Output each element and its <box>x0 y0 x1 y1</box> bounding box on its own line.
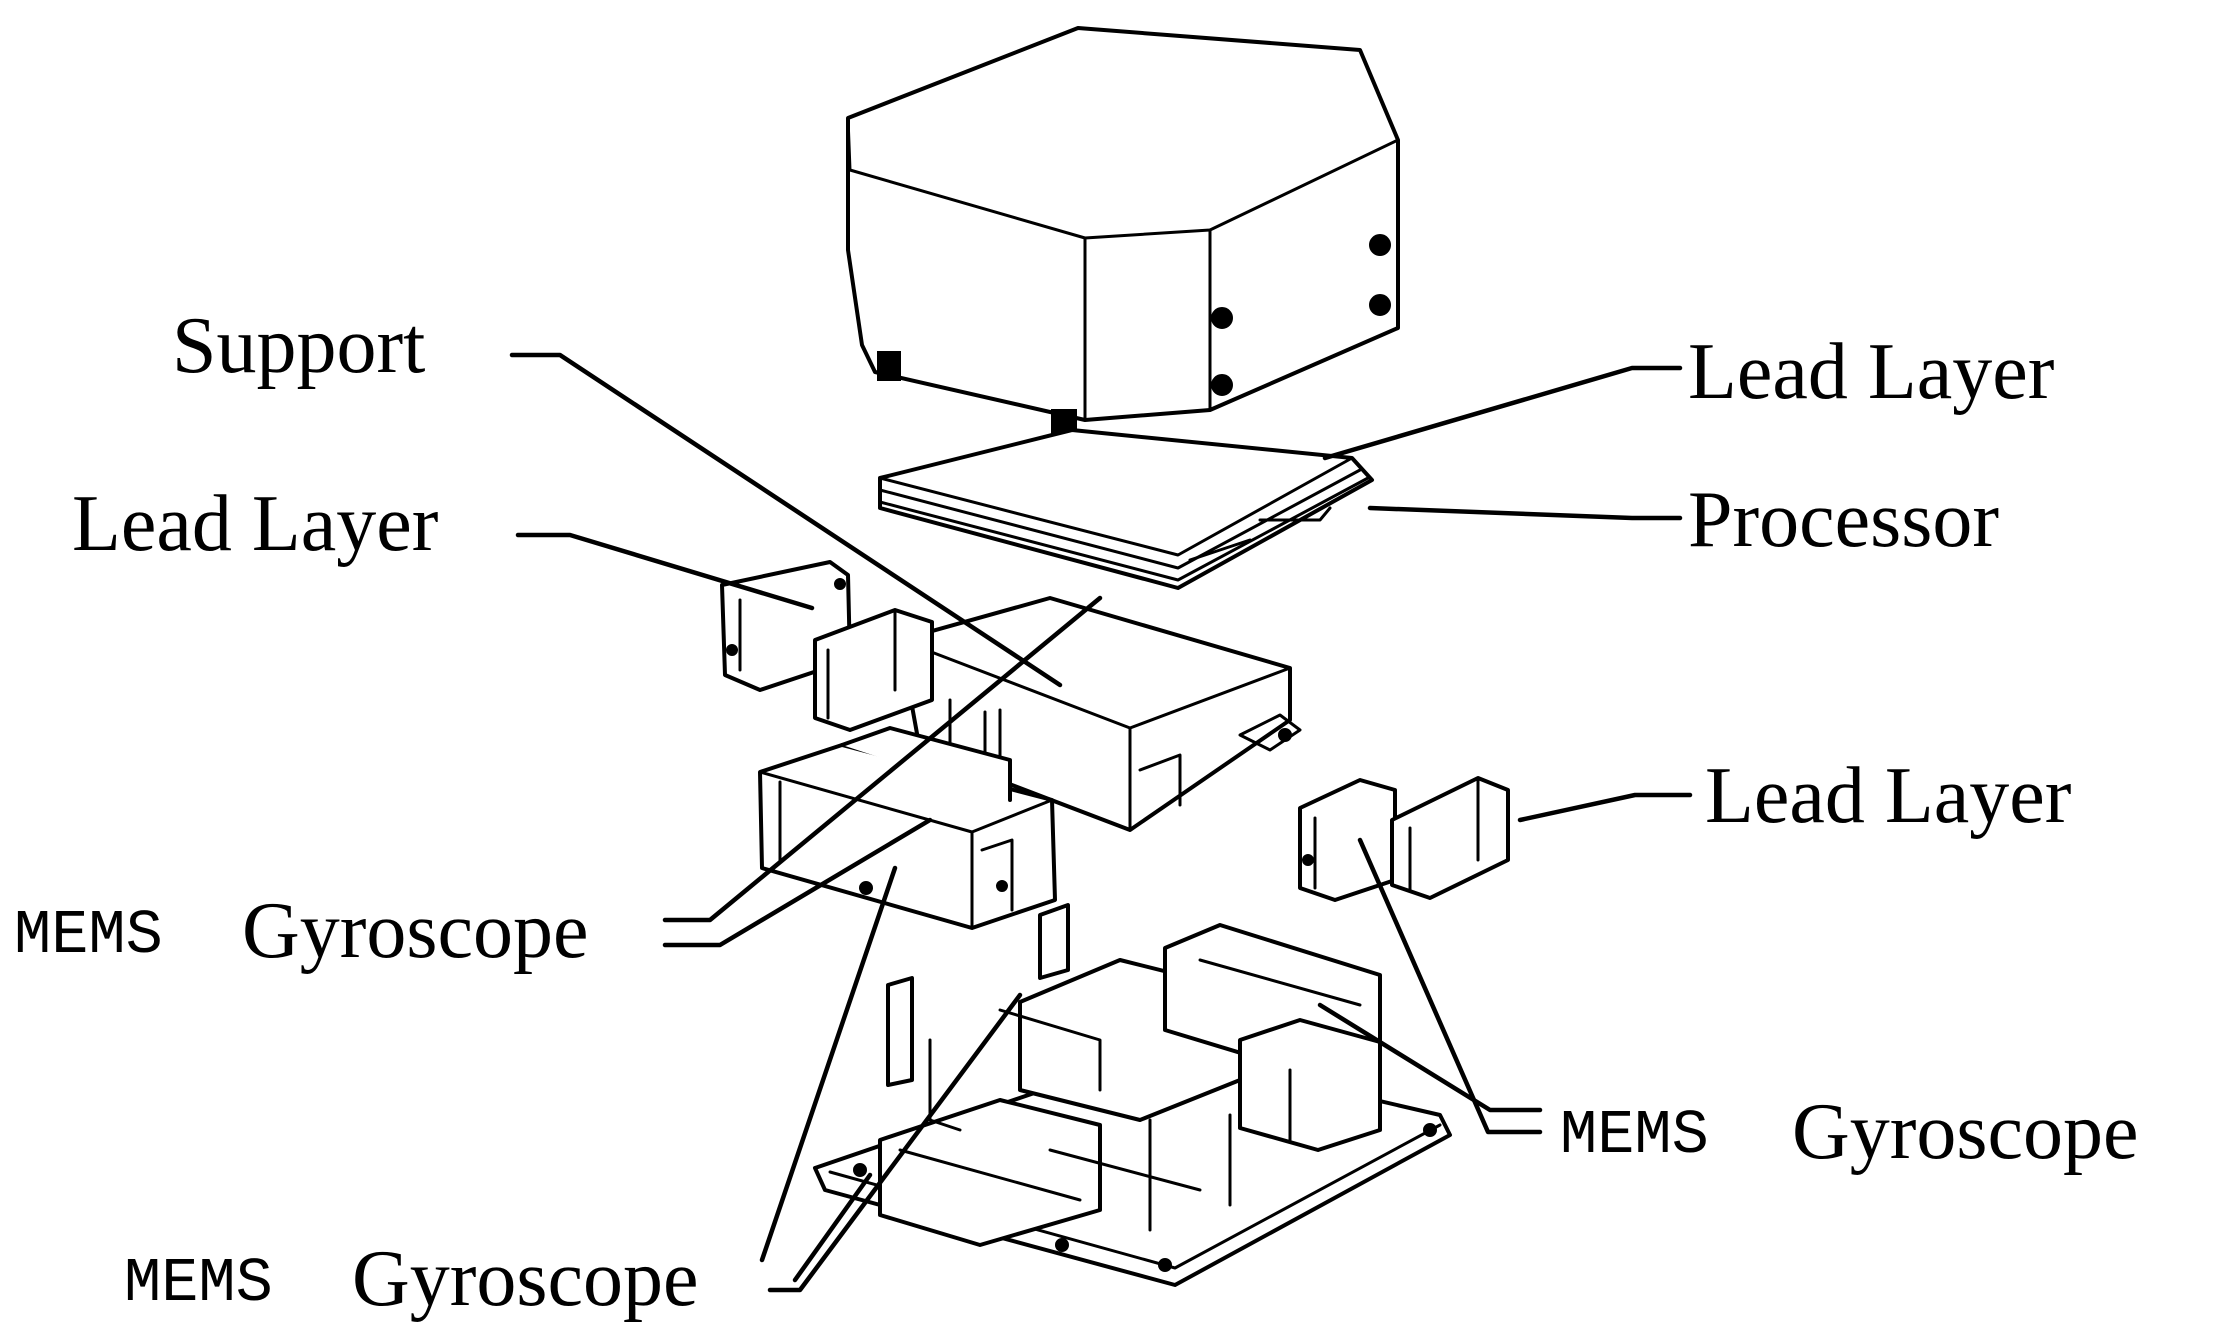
left-mems-gyroscope <box>758 726 1057 930</box>
leader-lead-layer-top-right <box>1322 365 1683 461</box>
label-lead-layer-top-right: Lead Layer <box>1688 328 2054 416</box>
label-mems-bottom-prefix: MEMS <box>124 1248 273 1319</box>
screw-icon <box>1369 294 1391 316</box>
leader-mems-left-a <box>662 595 1103 923</box>
foot-icon <box>877 351 901 381</box>
label-processor: Processor <box>1688 476 1999 564</box>
leader-mems-bottom-c <box>759 865 898 1263</box>
leader-mems-bottom-b <box>792 1172 873 1283</box>
leader-mems-bottom-a <box>767 992 1023 1293</box>
label-support: Support <box>172 302 425 390</box>
label-lead-layer-right: Lead Layer <box>1705 752 2071 840</box>
leader-support <box>509 352 1063 688</box>
leader-lines <box>509 352 1693 1293</box>
labels: Support Lead Layer Processor Lead Layer … <box>14 302 2139 1323</box>
right-lead-layer <box>1298 776 1510 902</box>
label-mems-left-suffix: Gyroscope <box>242 887 589 975</box>
leader-lead-layer-left <box>515 532 815 611</box>
leader-mems-right-b <box>1357 837 1543 1135</box>
base-plate <box>813 903 1452 1287</box>
processor-plate <box>878 428 1374 590</box>
leader-mems-right-a <box>1317 1002 1543 1113</box>
housing-cover <box>846 26 1400 441</box>
screw-icon <box>1211 307 1233 329</box>
left-lead-layer <box>720 560 934 732</box>
leader-processor <box>1367 505 1683 521</box>
screw-icon <box>1211 374 1233 396</box>
leader-lead-layer-right <box>1517 792 1693 823</box>
label-mems-bottom-suffix: Gyroscope <box>352 1235 699 1323</box>
leader-mems-left-b <box>662 817 933 948</box>
label-mems-left-prefix: MEMS <box>14 900 163 971</box>
label-mems-right-suffix: Gyroscope <box>1792 1088 2139 1176</box>
screw-icon <box>1369 234 1391 256</box>
label-lead-layer-left: Lead Layer <box>72 480 438 568</box>
label-mems-right-prefix: MEMS <box>1560 1100 1709 1171</box>
